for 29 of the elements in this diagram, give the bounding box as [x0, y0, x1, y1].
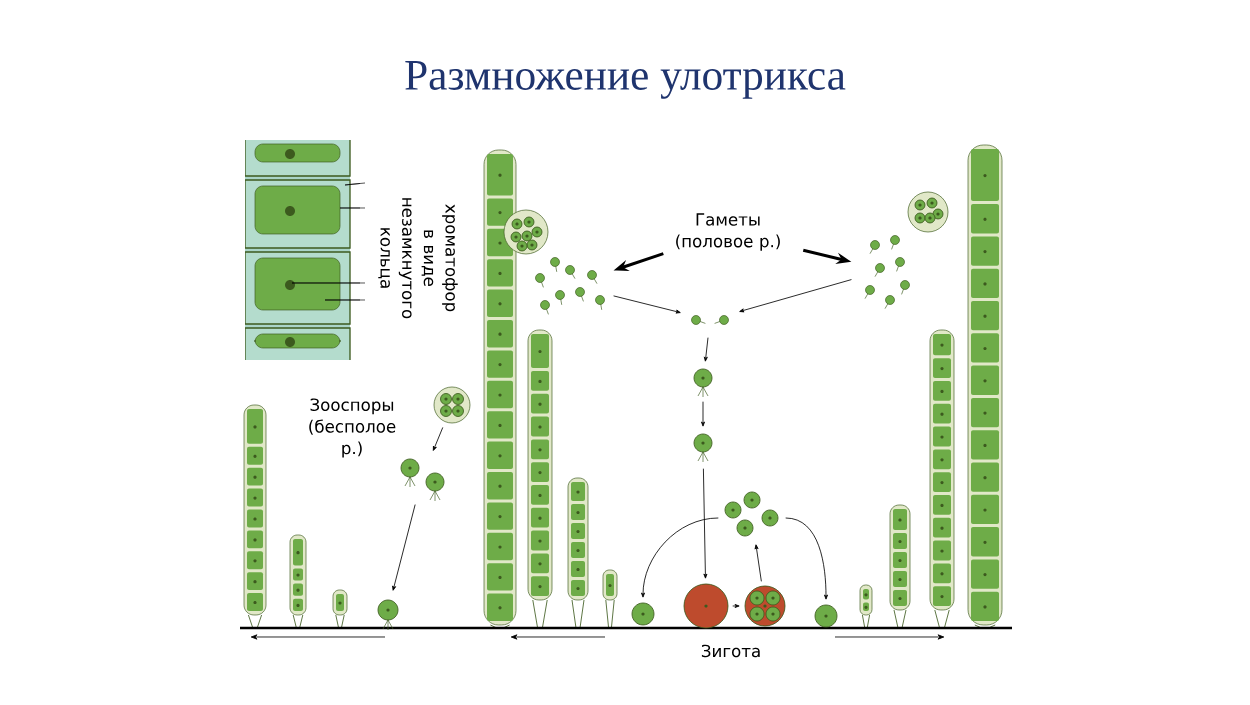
- zygote-drawing: [744, 585, 786, 627]
- arrow: [701, 401, 705, 427]
- arrow: [703, 337, 709, 362]
- gamete-cluster-drawing: [864, 235, 910, 309]
- fusing-gametes-drawing: [691, 315, 729, 325]
- caption-text: Зигота: [701, 644, 760, 658]
- arrow: [613, 295, 681, 314]
- zoospores-drawing: [400, 458, 445, 502]
- cell-drawing: [631, 602, 655, 626]
- arrow: [703, 468, 708, 579]
- zygote-drawing: [693, 368, 713, 398]
- germling-drawing: [377, 599, 399, 631]
- label-text: хроматофор в виде незамкнутого кольца: [378, 198, 458, 319]
- arrow: [754, 544, 762, 582]
- arrow: [739, 279, 852, 313]
- gamete-cluster-drawing: [535, 257, 605, 315]
- arrow: [732, 604, 740, 608]
- arrow: [392, 504, 416, 591]
- spores-drawing: [724, 491, 779, 537]
- title: Размножение улотрикса: [405, 61, 846, 99]
- arrow: [432, 427, 444, 451]
- arrow: [785, 517, 828, 600]
- arrow: [641, 517, 719, 598]
- zygote-drawing: [683, 583, 729, 629]
- cell-drawing: [814, 604, 838, 628]
- zygote-drawing: [693, 433, 713, 463]
- caption-text: Гаметы (половое р.): [676, 213, 780, 251]
- label-text: Зооспоры (бесполое р.): [309, 398, 396, 458]
- sporangium-drawing: [433, 386, 471, 424]
